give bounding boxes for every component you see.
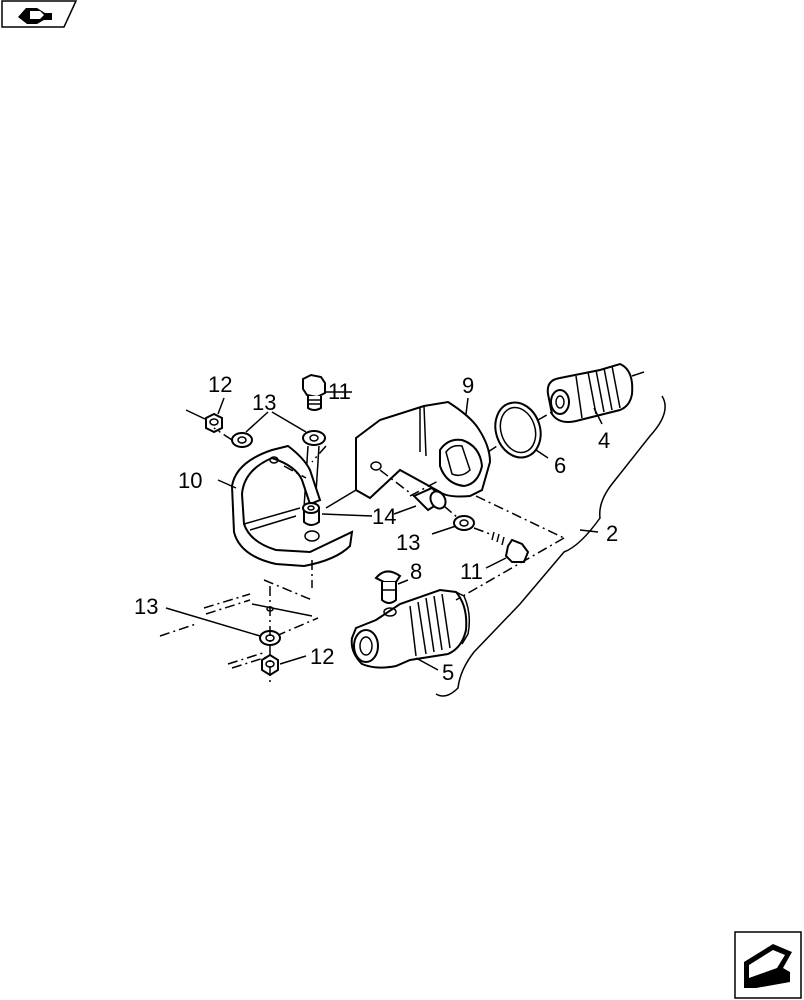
group-2-brace xyxy=(435,395,666,697)
callout-13-bottom: 13 xyxy=(134,594,158,619)
callout-5: 5 xyxy=(442,660,454,685)
callout-12-bottom: 12 xyxy=(310,644,334,669)
part-14-spacer-left xyxy=(302,502,320,526)
mounting-surface xyxy=(159,579,319,669)
back-nav-button[interactable] xyxy=(1,0,78,28)
next-page-arrow-icon xyxy=(744,944,792,988)
part-4-fitting xyxy=(546,362,645,423)
part-13-washer-mid xyxy=(453,515,475,531)
callout-11-mid: 11 xyxy=(460,559,483,584)
assembly-lines xyxy=(213,411,565,682)
callout-11-top: 11 xyxy=(328,379,351,404)
callout-4: 4 xyxy=(598,428,610,453)
part-8-plug xyxy=(374,570,402,604)
leader-lines xyxy=(165,391,603,671)
callout-6: 6 xyxy=(554,453,566,478)
part-10-bracket xyxy=(230,444,354,568)
callout-2: 2 xyxy=(606,521,618,546)
part-13-washer-top-left xyxy=(231,432,253,448)
part-11-bolt-mid xyxy=(488,531,530,563)
back-arrow-icon xyxy=(18,8,52,24)
callout-13-mid: 13 xyxy=(396,530,420,555)
callout-8: 8 xyxy=(410,559,422,584)
part-6-o-ring xyxy=(494,401,542,459)
part-13-washer-top xyxy=(302,430,326,446)
part-12-nut-top xyxy=(185,409,223,434)
part-11-bolt-top xyxy=(302,373,326,411)
callout-14: 14 xyxy=(372,504,396,529)
callout-13-top: 13 xyxy=(252,390,276,415)
callout-10: 10 xyxy=(178,468,202,493)
callout-9: 9 xyxy=(462,373,474,398)
part-14-spacer-mid xyxy=(412,486,447,512)
part-5-coupler xyxy=(350,588,471,669)
callout-12-top: 12 xyxy=(208,372,232,397)
next-page-button[interactable] xyxy=(734,931,802,999)
